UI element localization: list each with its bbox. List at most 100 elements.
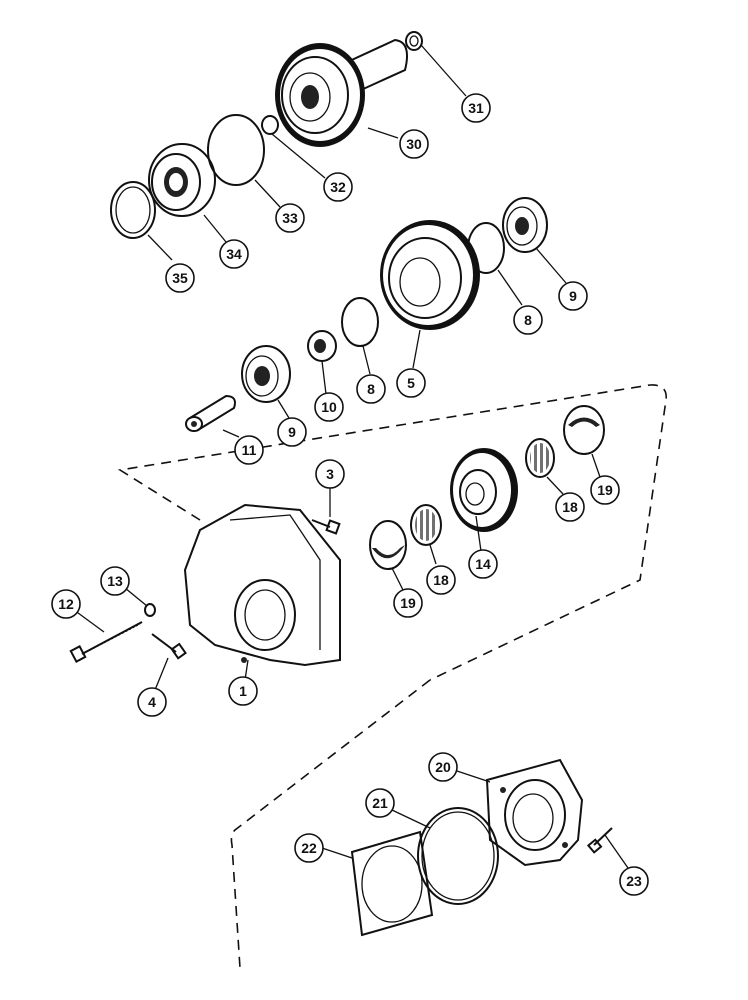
callout-circle bbox=[219, 239, 249, 269]
callout-c19b: 19 bbox=[590, 475, 620, 505]
part-20-end-cover bbox=[485, 758, 584, 867]
callout-label: 4 bbox=[148, 694, 156, 710]
callout-label: 30 bbox=[406, 136, 422, 152]
callout-circle bbox=[100, 566, 130, 596]
callout-circle bbox=[619, 866, 649, 896]
part-9-bearing-lower bbox=[241, 345, 291, 403]
part-18-bearing-cone-upper bbox=[525, 438, 555, 478]
callout-circle bbox=[165, 263, 195, 293]
callout-c22: 22 bbox=[294, 833, 324, 863]
part-3-bolt bbox=[311, 519, 341, 535]
callout-c12: 12 bbox=[51, 589, 81, 619]
callout-label: 8 bbox=[524, 312, 532, 328]
part-1-housing bbox=[183, 503, 341, 667]
callout-label: 21 bbox=[372, 795, 388, 811]
callout-circle bbox=[513, 305, 543, 335]
callout-c32: 32 bbox=[323, 172, 353, 202]
part-33-snap-ring bbox=[207, 114, 265, 186]
callout-label: 5 bbox=[407, 375, 415, 391]
callout-circle bbox=[393, 588, 423, 618]
callout-c8b: 8 bbox=[356, 374, 386, 404]
callout-circle bbox=[323, 172, 353, 202]
callout-circle bbox=[51, 589, 81, 619]
callout-label: 12 bbox=[58, 596, 74, 612]
callout-c21: 21 bbox=[365, 788, 395, 818]
part-18-bearing-cone-lower bbox=[410, 504, 442, 546]
callout-c13: 13 bbox=[100, 566, 130, 596]
part-8-snap-ring-lower bbox=[341, 297, 379, 347]
callout-c18b: 18 bbox=[555, 492, 585, 522]
callout-label: 31 bbox=[468, 100, 484, 116]
part-5-gear bbox=[380, 220, 480, 330]
callout-circle bbox=[294, 833, 324, 863]
callout-label: 33 bbox=[282, 210, 298, 226]
leader-lines bbox=[73, 44, 629, 869]
callout-c10: 10 bbox=[314, 392, 344, 422]
callout-label: 8 bbox=[367, 381, 375, 397]
callout-label: 19 bbox=[400, 595, 416, 611]
callout-circle bbox=[428, 752, 458, 782]
part-31-snap-ring bbox=[405, 31, 423, 51]
callout-circle bbox=[234, 435, 264, 465]
part-22-gasket bbox=[350, 830, 434, 937]
callout-c33: 33 bbox=[275, 203, 305, 233]
callout-circle bbox=[590, 475, 620, 505]
callout-label: 20 bbox=[435, 759, 451, 775]
callout-circle bbox=[365, 788, 395, 818]
callout-circle bbox=[314, 392, 344, 422]
callout-c1: 1 bbox=[228, 676, 258, 706]
callout-circle bbox=[228, 676, 258, 706]
callout-circle bbox=[396, 368, 426, 398]
part-35-snap-ring bbox=[110, 181, 156, 239]
callout-c20: 20 bbox=[428, 752, 458, 782]
part-32-snap-ring bbox=[261, 115, 279, 135]
callout-label: 22 bbox=[301, 840, 317, 856]
part-9-bearing-upper bbox=[502, 197, 548, 253]
callout-label: 18 bbox=[433, 572, 449, 588]
part-19-bearing-cup-upper bbox=[563, 405, 605, 455]
callout-c31: 31 bbox=[461, 93, 491, 123]
callout-circle bbox=[558, 281, 588, 311]
callout-label: 9 bbox=[569, 288, 577, 304]
callout-label: 14 bbox=[475, 556, 491, 572]
callout-label: 23 bbox=[626, 873, 642, 889]
dashed-assembly-line-upper bbox=[117, 384, 667, 681]
callout-circle bbox=[137, 687, 167, 717]
callout-c8a: 8 bbox=[513, 305, 543, 335]
callout-c5: 5 bbox=[396, 368, 426, 398]
part-34-bearing bbox=[148, 143, 216, 217]
callout-circle bbox=[275, 203, 305, 233]
callout-c18a: 18 bbox=[426, 565, 456, 595]
callout-circle bbox=[399, 129, 429, 159]
callout-c23: 23 bbox=[619, 866, 649, 896]
callout-circle bbox=[277, 417, 307, 447]
callout-c14: 14 bbox=[468, 549, 498, 579]
dashed-assembly-line-lower bbox=[230, 679, 431, 969]
callout-circle bbox=[315, 459, 345, 489]
callout-label: 18 bbox=[562, 499, 578, 515]
callout-label: 1 bbox=[239, 683, 247, 699]
callout-circle bbox=[555, 492, 585, 522]
callout-c30: 30 bbox=[399, 129, 429, 159]
callout-c9b: 9 bbox=[277, 417, 307, 447]
part-10-bushing bbox=[307, 330, 337, 362]
callout-label: 34 bbox=[226, 246, 242, 262]
callout-label: 10 bbox=[321, 399, 337, 415]
callout-c3: 3 bbox=[315, 459, 345, 489]
callout-layer: 31 30 32 33 34 35 9 8 5 8 10 9 11 3 19 18 14 18 19 13 12 4 1 20… bbox=[51, 93, 649, 896]
callout-c34: 34 bbox=[219, 239, 249, 269]
part-21-o-ring bbox=[417, 807, 499, 905]
callout-circle bbox=[468, 549, 498, 579]
part-30-gear-shaft bbox=[275, 38, 408, 147]
callout-c35: 35 bbox=[165, 263, 195, 293]
callout-c9a: 9 bbox=[558, 281, 588, 311]
callout-label: 13 bbox=[107, 573, 123, 589]
callout-label: 11 bbox=[242, 442, 257, 458]
callout-label: 19 bbox=[597, 482, 613, 498]
callout-circle bbox=[356, 374, 386, 404]
callout-c19a: 19 bbox=[393, 588, 423, 618]
callout-circle bbox=[461, 93, 491, 123]
part-23-screw bbox=[586, 827, 613, 854]
part-13-washer bbox=[144, 603, 156, 617]
